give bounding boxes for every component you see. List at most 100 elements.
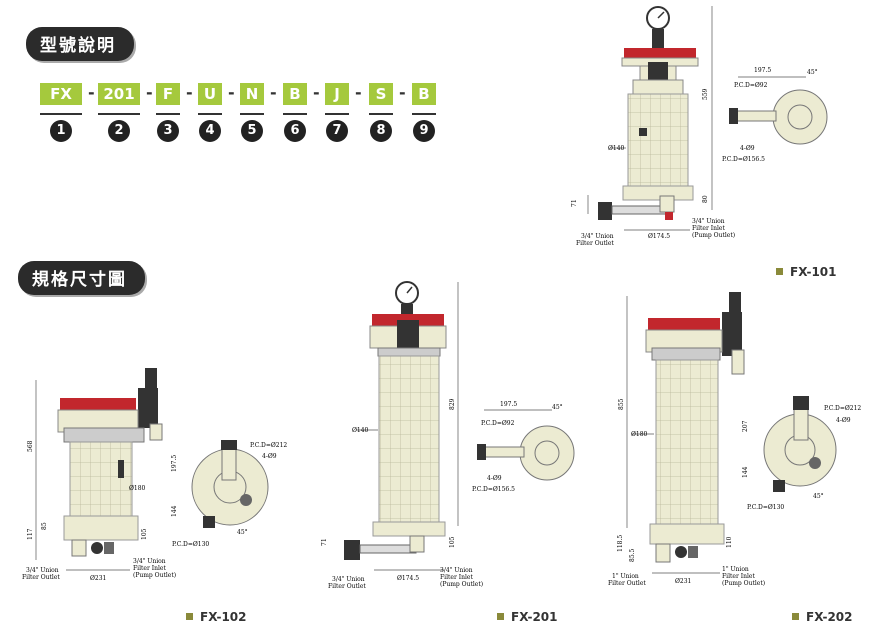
top-view [772, 89, 828, 145]
code-number-9: 9 [413, 120, 435, 142]
code-dash: - [146, 83, 153, 102]
code-dash: - [270, 83, 277, 102]
fx101-inlet-l2: Filter Inlet [692, 225, 725, 232]
top-flange [624, 48, 696, 58]
fx201-angle: 45° [552, 404, 563, 411]
code-number-1: 1 [50, 120, 72, 142]
fx201-diameter: Ø140 [352, 427, 369, 434]
fx202-v2: 144 [742, 466, 749, 478]
fx201-inlet-l2: Filter Inlet [440, 574, 473, 581]
filter-housing [378, 355, 440, 525]
fx102-inlet-l2: Filter Inlet [133, 565, 166, 572]
code-underline-6 [283, 113, 307, 115]
code-seg-4: U [198, 83, 222, 105]
fx102-inlet-l1: 3/4" Union [133, 558, 166, 565]
fx101-drawing: 559 80 71 Ø140 Ø174.5 3/4" Union Filter … [571, 6, 828, 247]
fx201-top-width: 197.5 [500, 401, 517, 408]
fx202-h3: 118.5 [617, 535, 624, 552]
fx101-diameter: Ø140 [608, 145, 625, 152]
fx101-inlet-l1: 3/4" Union [692, 218, 725, 225]
code-dash: - [355, 83, 362, 102]
model-caption-fx101: FX-101 [776, 265, 837, 279]
fx101-outlet-l1: 3/4" Union [581, 233, 614, 240]
code-number-2: 2 [108, 120, 130, 142]
fx101-pcd-inner: P.C.D=Ø92 [734, 82, 768, 89]
model-caption-fx202: FX-202 [792, 610, 853, 624]
heading-model-description: 型號說明 [26, 27, 134, 61]
fx202-h4: 110 [726, 536, 733, 548]
fx202-inlet-l3: (Pump Outlet) [722, 580, 765, 587]
top-view [519, 425, 575, 481]
code-seg-8: S [369, 83, 393, 105]
code-underline-3 [156, 113, 180, 115]
model-code-row: FX - 201 - F - U - N - B - J - S - B [40, 83, 460, 105]
code-number-8: 8 [370, 120, 392, 142]
fx201-height: 829 [449, 398, 456, 410]
fx101-angle: 45° [807, 69, 818, 76]
fx101-base-dia: Ø174.5 [648, 233, 670, 240]
fx202-inlet-l2: Filter Inlet [722, 573, 755, 580]
code-underline-2 [98, 113, 140, 115]
fx202-angle: 45° [813, 493, 824, 500]
fx102-outlet-l2: Filter Outlet [22, 574, 60, 581]
model-caption-text: FX-201 [511, 610, 558, 624]
code-seg-2: 201 [98, 83, 140, 105]
fx101-outlet-h: 71 [571, 199, 578, 207]
fx202-diameter: Ø180 [631, 431, 648, 438]
fx102-diameter: Ø180 [129, 485, 146, 492]
fx102-height: 568 [27, 440, 34, 452]
heading-spec-dimensions: 規格尺寸圖 [18, 261, 145, 295]
fx201-inlet-l3: (Pump Outlet) [440, 581, 483, 588]
fx202-outlet-l1: 1" Union [612, 573, 639, 580]
fx202-bolt: 4-Ø9 [836, 417, 851, 424]
model-caption-fx102: FX-102 [186, 610, 247, 624]
fx102-bolt: 4-Ø9 [262, 453, 277, 460]
top-flange [648, 318, 720, 330]
fx201-inlet-l1: 3/4" Union [440, 567, 473, 574]
fx102-drawing: 568 85 117 105 Ø180 Ø231 3/4" Union Filt… [22, 368, 287, 582]
fx202-v1: 207 [742, 420, 749, 432]
code-underline-4 [198, 113, 222, 115]
code-underline-9 [412, 113, 436, 115]
model-caption-text: FX-202 [806, 610, 853, 624]
fx102-pcd-inner: P.C.D=Ø130 [172, 541, 209, 548]
top-flange [60, 398, 136, 410]
fx102-v1: 197.5 [171, 455, 178, 472]
filter-housing [69, 441, 133, 517]
fx102-v2: 144 [171, 505, 178, 517]
fx202-height: 855 [618, 398, 625, 410]
fx201-outlet-l1: 3/4" Union [332, 576, 365, 583]
code-number-6: 6 [284, 120, 306, 142]
filter-housing [627, 93, 689, 189]
fx201-outlet-h: 71 [321, 538, 328, 546]
fx201-base-dia: Ø174.5 [397, 575, 419, 582]
fx102-outlet-l1: 3/4" Union [26, 567, 59, 574]
code-dash: - [186, 83, 193, 102]
fx202-inlet-l1: 1" Union [722, 566, 749, 573]
code-seg-3: F [156, 83, 180, 105]
code-underline-8 [369, 113, 393, 115]
fx201-drawing: 829 105 71 Ø140 Ø174.5 3/4" Union Filter… [321, 281, 575, 590]
code-dash: - [399, 83, 406, 102]
fx101-top-width: 197.5 [754, 67, 771, 74]
fx102-base-dia: Ø231 [90, 575, 106, 582]
filter-housing [655, 359, 719, 527]
code-underline-5 [240, 113, 264, 115]
fx201-pcd-inner: P.C.D=Ø92 [481, 420, 515, 427]
fx201-outlet-l2: Filter Outlet [328, 583, 366, 590]
model-caption-text: FX-102 [200, 610, 247, 624]
fx102-angle: 45° [237, 529, 248, 536]
fx102-pcd-outer: P.C.D=Ø212 [250, 442, 287, 449]
fx101-outlet-l2: Filter Outlet [576, 240, 614, 247]
code-number-3: 3 [157, 120, 179, 142]
fx101-base: 80 [702, 195, 709, 203]
code-dash: - [88, 83, 95, 102]
fx202-pcd-outer: P.C.D=Ø212 [824, 405, 861, 412]
model-caption-text: FX-101 [790, 265, 837, 279]
fx202-pcd-inner: P.C.D=Ø130 [747, 504, 784, 511]
code-seg-7: J [325, 83, 349, 105]
code-seg-6: B [283, 83, 307, 105]
fx202-base-dia: Ø231 [675, 578, 691, 585]
fx102-h2: 85 [41, 522, 48, 530]
